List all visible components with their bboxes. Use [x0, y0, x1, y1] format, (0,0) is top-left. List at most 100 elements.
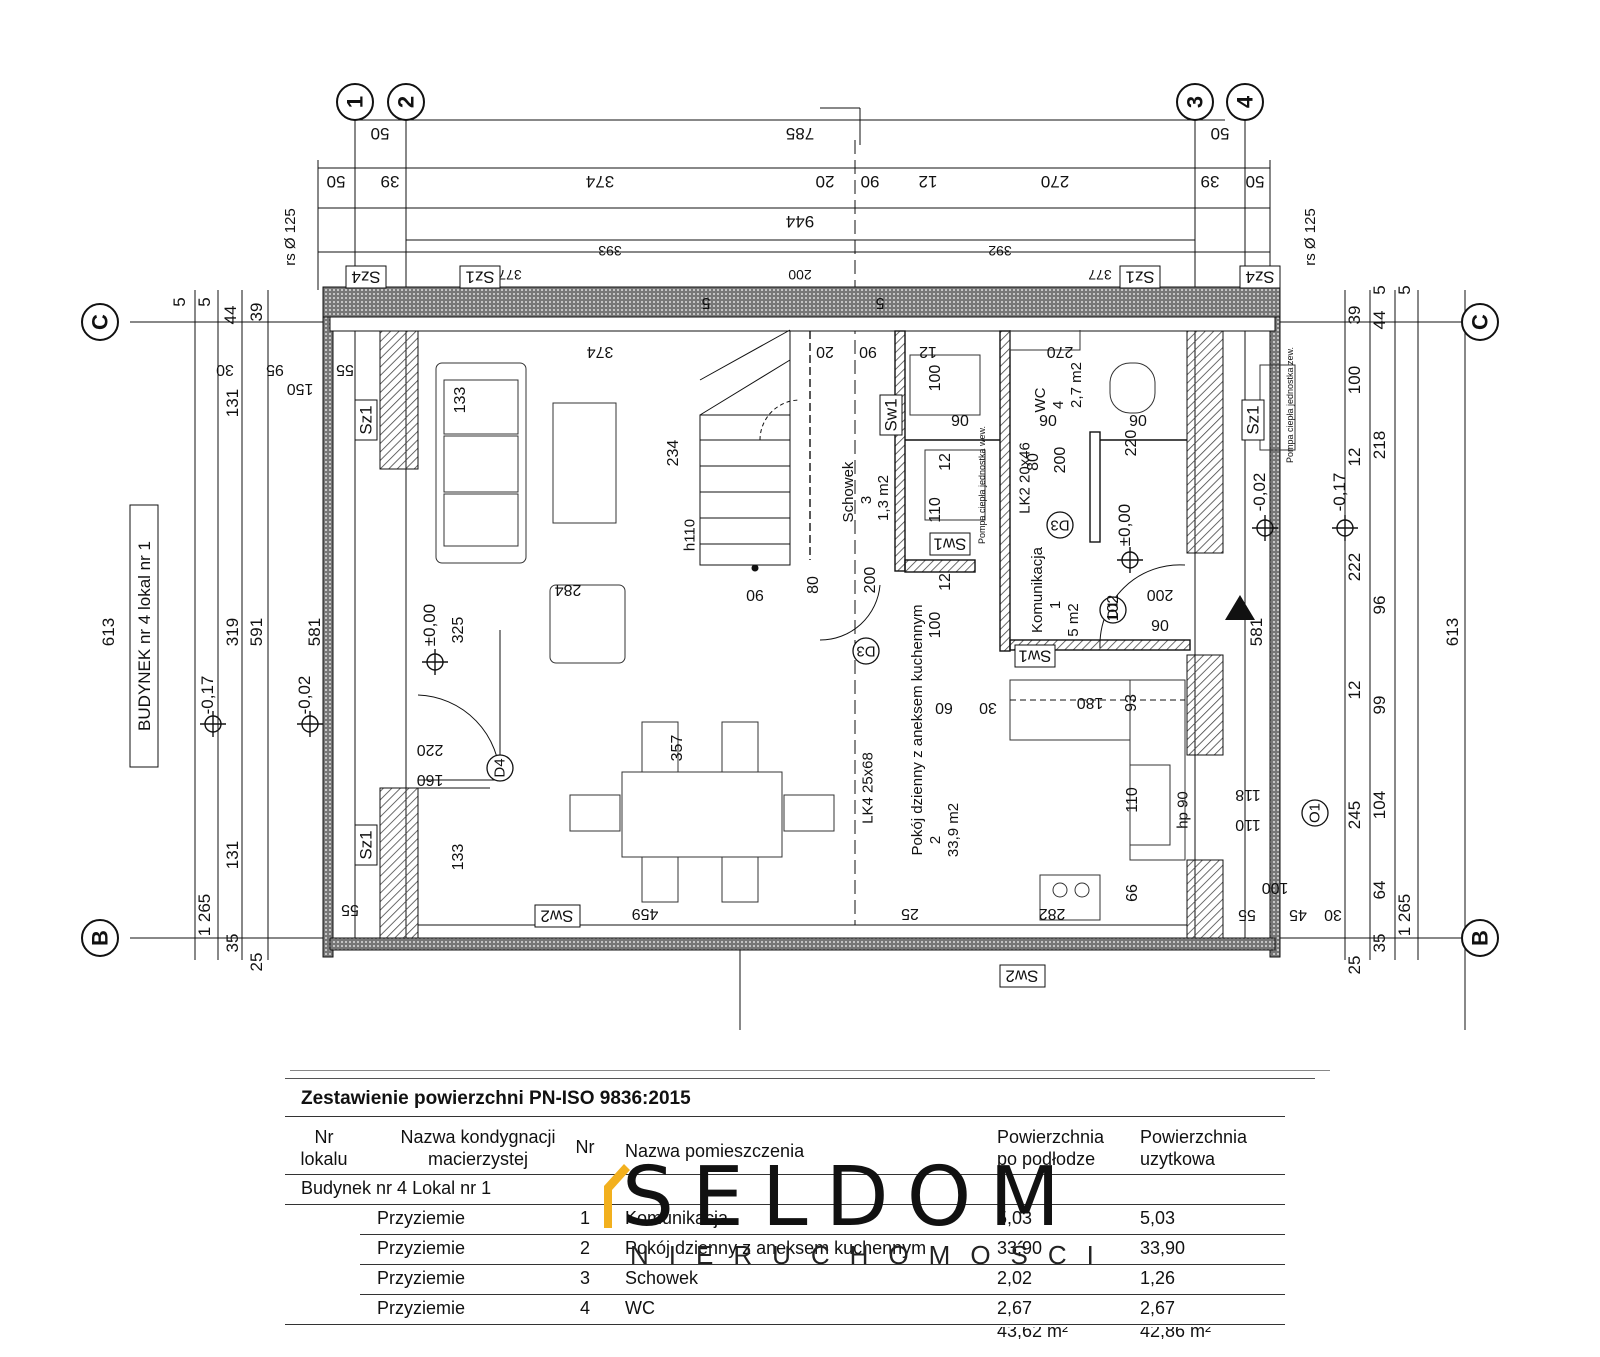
- dim-right-5a: 5: [1370, 285, 1389, 294]
- total-floor: 43,62 m²: [997, 1327, 1069, 1339]
- dim-left-39: 39: [247, 303, 266, 322]
- dim-right-5b: 5: [1395, 285, 1414, 294]
- dim-right-581: 581: [1247, 618, 1266, 646]
- inner-dim-22: 06: [1039, 411, 1057, 428]
- dim-right-96: 96: [1370, 596, 1389, 615]
- axis-1-label: 1: [343, 96, 368, 108]
- inner-dim-17: 110: [927, 497, 944, 523]
- dim-right-99: 99: [1370, 696, 1389, 715]
- table-rule-outer: [290, 1070, 1330, 1071]
- door-d1-tag: D1: [1105, 600, 1122, 619]
- room-living-area: 33,9 m2: [945, 803, 962, 857]
- table-rule-row2: [360, 1264, 1285, 1265]
- inner-dim-0: 374: [587, 343, 614, 360]
- row2-level: Przyziemie: [377, 1238, 466, 1258]
- inner-dim-16: 12: [937, 453, 954, 471]
- inner-dim-18: 12: [937, 573, 954, 591]
- row2-nr: 2: [580, 1238, 591, 1258]
- inner-dim-40: 118: [1235, 786, 1261, 803]
- axis-C-left-label: C: [88, 314, 113, 330]
- table-rule-row1: [360, 1234, 1285, 1235]
- dim-right-104: 104: [1370, 791, 1389, 819]
- row4-floor: 2,67: [997, 1298, 1033, 1318]
- inner-dim-35: 60: [935, 699, 953, 716]
- axis-C-right-label: C: [1468, 314, 1493, 330]
- dim-left-5a: 5: [170, 297, 189, 306]
- floor-plan: 1 2 3 4 C C B B 785 50 50 50 39 374 20 9…: [81, 83, 1499, 1030]
- inner-dim-19: 80: [1025, 453, 1042, 471]
- inner-dim-21: 06: [951, 411, 969, 428]
- tag-sw1-b: Sw1: [933, 535, 966, 554]
- inner-dim-14: 200: [862, 567, 879, 594]
- inner-dim-26: 220: [417, 741, 444, 758]
- axis-2-label: 2: [394, 96, 419, 108]
- north-arrow-icon: [1225, 595, 1255, 620]
- tag-sz1-right: Sz1: [1244, 405, 1263, 434]
- row3-name: Schowek: [625, 1268, 699, 1288]
- inner-dim-5: 95: [266, 361, 284, 378]
- dim-50-top-right: 50: [1211, 124, 1230, 143]
- inner-dim-43: 55: [1238, 906, 1256, 923]
- inner-dim-34: 66: [1124, 884, 1141, 902]
- dim-right-35: 35: [1370, 934, 1389, 953]
- top-dimension-lines: [317, 107, 1271, 950]
- lk4-label: LK4 25x68: [860, 752, 877, 824]
- dim-left-5b: 5: [195, 297, 214, 306]
- table-rule-title: [285, 1116, 1285, 1117]
- dim-200-top: 200: [788, 267, 812, 283]
- dim-785: 785: [786, 124, 814, 143]
- axis-3-label: 3: [1183, 96, 1208, 108]
- inner-dim-48: 06: [1151, 616, 1169, 633]
- dim-seg-7: 39: [1201, 172, 1220, 191]
- dim-seg-6: 270: [1041, 172, 1069, 191]
- tag-sw1-c: Sw1: [1018, 647, 1051, 666]
- dim-left-591: 591: [247, 618, 266, 646]
- dim-right-218: 218: [1370, 431, 1389, 459]
- row3-floor: 2,02: [997, 1268, 1033, 1288]
- inner-dim-41: 110: [1235, 816, 1261, 833]
- dim-seg-0: 50: [327, 172, 346, 191]
- inner-dim-24: 220: [1123, 430, 1140, 457]
- row2-name: Pokój dzienny z aneksem kuchennym: [625, 1238, 927, 1258]
- dim-right-1265: 1 265: [1395, 894, 1414, 937]
- axis-B-right-label: B: [1468, 930, 1493, 946]
- level-left-017: -0,17: [198, 676, 217, 715]
- table-rule-header: [285, 1174, 1285, 1175]
- dim-392: 392: [988, 243, 1012, 259]
- dim-377-left: 377: [498, 267, 522, 283]
- inner-dim-37: 180: [1077, 694, 1104, 711]
- axis-markers: [81, 83, 1499, 957]
- dim-left-131b: 131: [223, 841, 242, 869]
- header-nr-lokalu: Nr lokalu: [300, 1127, 348, 1169]
- dim-left-1265: 1 265: [195, 894, 214, 937]
- inner-dim-29: 459: [632, 905, 659, 922]
- inner-dim-25: 325: [450, 617, 467, 644]
- tag-sw2-a: Sw2: [540, 907, 573, 926]
- room-storage-name: Schowek: [840, 461, 857, 522]
- dim-seg-3: 20: [816, 172, 835, 191]
- dim-right-245: 245: [1345, 801, 1364, 829]
- dim-right-25: 25: [1345, 956, 1364, 975]
- inner-dim-11: 284: [555, 581, 582, 598]
- dim-right-12a: 12: [1345, 448, 1364, 467]
- door-swings: [417, 564, 1186, 789]
- inner-dim-1: 20: [816, 343, 834, 360]
- inner-dim-23: 06: [1129, 411, 1147, 428]
- room-storage-nr: 3: [858, 496, 875, 504]
- building-label: BUDYNEK nr 4 lokal nr 1: [135, 541, 154, 731]
- room-comm-area: 5 m2: [1065, 603, 1082, 636]
- outer-walls: [322, 286, 1281, 958]
- tag-sz4-left: Sz4: [351, 268, 380, 287]
- dim-right-44: 44: [1370, 311, 1389, 330]
- dim-right-100: 100: [1345, 366, 1364, 394]
- inner-dim-51: 5: [875, 294, 884, 311]
- stair-h110-label: h110: [682, 519, 699, 551]
- level-markers: [200, 515, 1358, 737]
- hp90-label: hp 90: [1175, 791, 1192, 829]
- furniture: [435, 330, 1296, 921]
- dim-right-613: 613: [1443, 618, 1462, 646]
- dim-right-222: 222: [1345, 553, 1364, 581]
- heat-pump-outdoor-label: Pompa ciepła jednostka zew.: [1285, 347, 1295, 463]
- staircase: [699, 329, 801, 572]
- rs-right-label: rs Ø 125: [1302, 208, 1319, 266]
